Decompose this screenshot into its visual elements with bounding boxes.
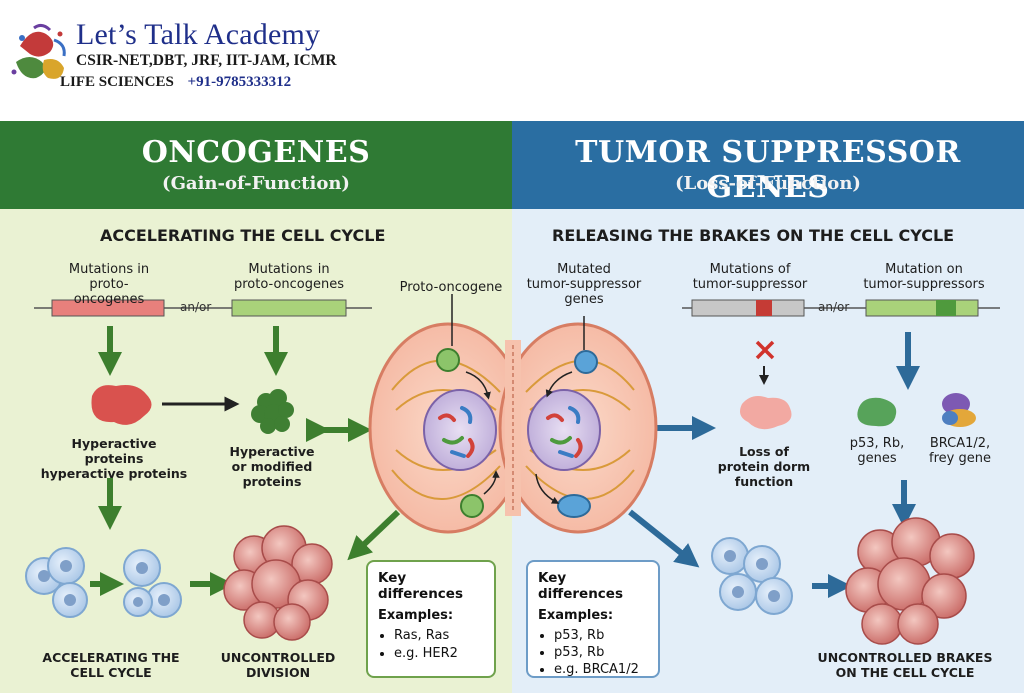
mutated-ts-label: Mutated tumor-suppressor genes: [526, 262, 642, 307]
list-item: Ras, Ras: [394, 627, 484, 645]
academy-logo: [11, 23, 66, 82]
ts-gene-bar-2: [865, 299, 979, 317]
oncogenes-section-title: ACCELERATING THE CELL CYCLE: [100, 226, 386, 245]
mutation-label-1: Mutations in proto-oncogenes: [68, 262, 150, 307]
ts-gene-mutation: [756, 300, 772, 316]
ts-mutation-label-1: Mutations of tumor-suppressor: [692, 262, 808, 292]
list-item: p53, Rb: [554, 627, 648, 644]
normal-cells-left: [25, 547, 88, 618]
list-item: e.g. HER2: [394, 645, 484, 663]
examples-list: Ras, Ras e.g. HER2: [378, 627, 484, 663]
key-differences-title: Key differences: [378, 570, 464, 602]
hyperactive-proteins-label: Hyperactive proteins hyperactive protein…: [40, 436, 188, 481]
examples-label: Examples:: [538, 608, 614, 623]
normal-cells-mid: [123, 549, 182, 618]
andor-left: an/or: [180, 300, 212, 314]
tumor-mass-left: [223, 525, 333, 641]
tumor-mass-right: [845, 517, 975, 645]
accelerating-cell-cycle-label: ACCELERATING THE CELL CYCLE: [42, 650, 180, 680]
gene-bar-1: [51, 299, 165, 317]
dividing-cell: [368, 294, 658, 534]
proto-oncogene-dot: [436, 348, 460, 372]
key-differences-box-right: Key differences Examples: p53, Rb p53, R…: [526, 560, 660, 678]
p53-rb-label: p53, Rb, genes: [849, 436, 905, 466]
loss-protein: [740, 396, 792, 430]
uncontrolled-brakes-label: UNCONTROLLED BRAKES ON THE CELL CYCLE: [817, 650, 993, 680]
list-item: p53, Rb: [554, 644, 648, 661]
examples-label: Examples:: [378, 608, 454, 623]
ts-mutation-label-2: Mutation on tumor-suppressors: [863, 262, 985, 292]
oncogenes-subtitle: (Gain-of-Function): [162, 173, 350, 194]
uncontrolled-division-label: UNCONTROLLED DIVISION: [220, 650, 336, 680]
modified-protein: [251, 389, 294, 434]
normal-cells-right: [711, 537, 793, 615]
tumor-suppressor-header: TUMOR SUPPRESSOR GENES (Loss-of-Function…: [512, 121, 1024, 209]
ts-gene-dot: [574, 350, 598, 374]
tumor-suppressor-subtitle: (Loss-of-Function): [675, 173, 861, 194]
brand-contact: LIFE SCIENCES +91-9785333312: [60, 74, 291, 91]
brand-subject: LIFE SCIENCES: [60, 74, 174, 90]
blocked-x-icon: [755, 340, 775, 360]
list-item: e.g. BRCA1/2: [554, 661, 648, 678]
oncogenes-title: ONCOGENES: [141, 135, 371, 170]
brand-name: Let’s Talk Academy: [76, 18, 321, 51]
p53-protein: [857, 397, 897, 427]
mutation-label-2: Mutations in proto-oncogenes: [233, 262, 345, 292]
brand-phone: +91-9785333312: [187, 74, 292, 90]
proto-oncogene-label: Proto-oncogene: [399, 280, 503, 295]
tumor-suppressor-section-title: RELEASING THE BRAKES ON THE CELL CYCLE: [552, 226, 955, 245]
brca-protein: [942, 393, 976, 427]
ts-gene-bar-1: [691, 299, 805, 317]
brca-label: BRCA1/2, frey gene: [929, 436, 991, 466]
brand-exams: CSIR-NET,DBT, JRF, IIT-JAM, ICMR: [76, 52, 337, 69]
key-differences-title: Key differences: [538, 570, 624, 602]
loss-of-function-label: Loss of protein dorm function: [717, 444, 811, 489]
ts-gene-mutation-2: [936, 300, 956, 316]
key-differences-box-left: Key differences Examples: Ras, Ras e.g. …: [366, 560, 496, 678]
tumor-suppressor-title: TUMOR SUPPRESSOR GENES: [575, 135, 961, 205]
gene-bar-2: [231, 299, 347, 317]
andor-right: an/or: [818, 300, 850, 314]
hyperactive-protein: [91, 385, 152, 425]
examples-list: p53, Rb p53, Rb e.g. BRCA1/2: [538, 627, 648, 678]
oncogenes-header: ONCOGENES (Gain-of-Function): [0, 121, 512, 209]
modified-proteins-label: Hyperactive or modified proteins: [229, 444, 315, 489]
